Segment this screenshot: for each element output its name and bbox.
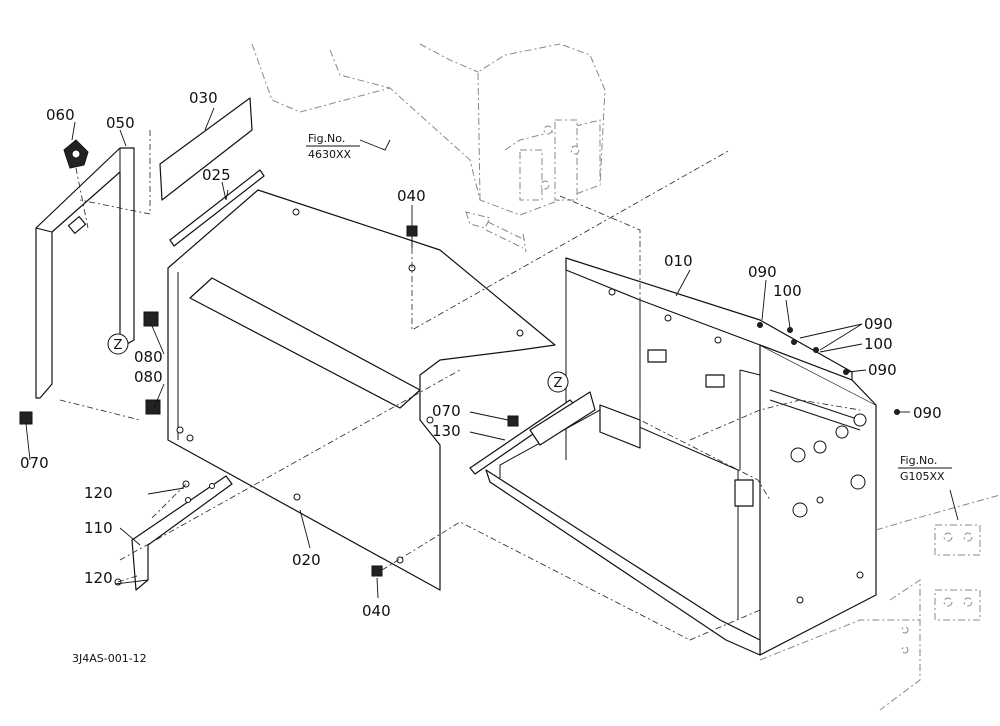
fig-ref-upper: Fig.No. 4630XX [306, 132, 360, 161]
chassis-ghost [759, 494, 1000, 711]
label-120-b: 120 [84, 569, 113, 587]
z-marker-left-text: Z [114, 338, 123, 353]
label-090-b: 090 [864, 315, 893, 333]
upper-frame-ghost [251, 43, 606, 216]
main-frame-010 [485, 257, 877, 656]
side-cover-020 [167, 189, 556, 591]
bracket [529, 391, 596, 446]
fig-ref-upper-line1: Fig.No. [308, 132, 345, 145]
label-025: 025 [202, 166, 231, 184]
label-090-c: 090 [868, 361, 897, 379]
label-110: 110 [84, 519, 113, 537]
label-120-a: 120 [84, 484, 113, 502]
leader-lines [25, 107, 959, 599]
label-100-b: 100 [864, 335, 893, 353]
z-marker-left: Z [107, 333, 129, 355]
bolt [465, 211, 527, 253]
fig-ref-right-line2: G105XX [900, 470, 945, 483]
label-090-d: 090 [913, 404, 942, 422]
label-040-bottom: 040 [362, 602, 391, 620]
drawing-code: 3J4AS-001-12 [72, 652, 147, 665]
label-020: 020 [292, 551, 321, 569]
fig-ref-upper-line2: 4630XX [308, 148, 352, 161]
latch-060 [63, 139, 89, 169]
label-070-right: 070 [432, 402, 461, 420]
plate-030 [159, 97, 253, 201]
label-100-a: 100 [773, 282, 802, 300]
label-070-left: 070 [20, 454, 49, 472]
label-040-top: 040 [397, 187, 426, 205]
z-marker-right-text: Z [554, 376, 563, 391]
bracket-110 [131, 475, 233, 591]
label-030: 030 [189, 89, 218, 107]
fig-ref-right: Fig.No. G105XX [898, 454, 952, 483]
cover-frame-050 [35, 147, 135, 399]
strip-025 [169, 169, 265, 247]
alignment-lines [59, 130, 861, 641]
label-080-b: 080 [134, 368, 163, 386]
label-130: 130 [432, 422, 461, 440]
label-080-a: 080 [134, 348, 163, 366]
label-060: 060 [46, 106, 75, 124]
label-050: 050 [106, 114, 135, 132]
part-labels: 060 050 030 025 040 010 090 100 090 100 … [20, 89, 942, 620]
label-090-a: 090 [748, 263, 777, 281]
fasteners [19, 225, 900, 586]
label-010: 010 [664, 252, 693, 270]
z-marker-right: Z [547, 371, 569, 393]
fig-ref-right-line1: Fig.No. [900, 454, 937, 467]
